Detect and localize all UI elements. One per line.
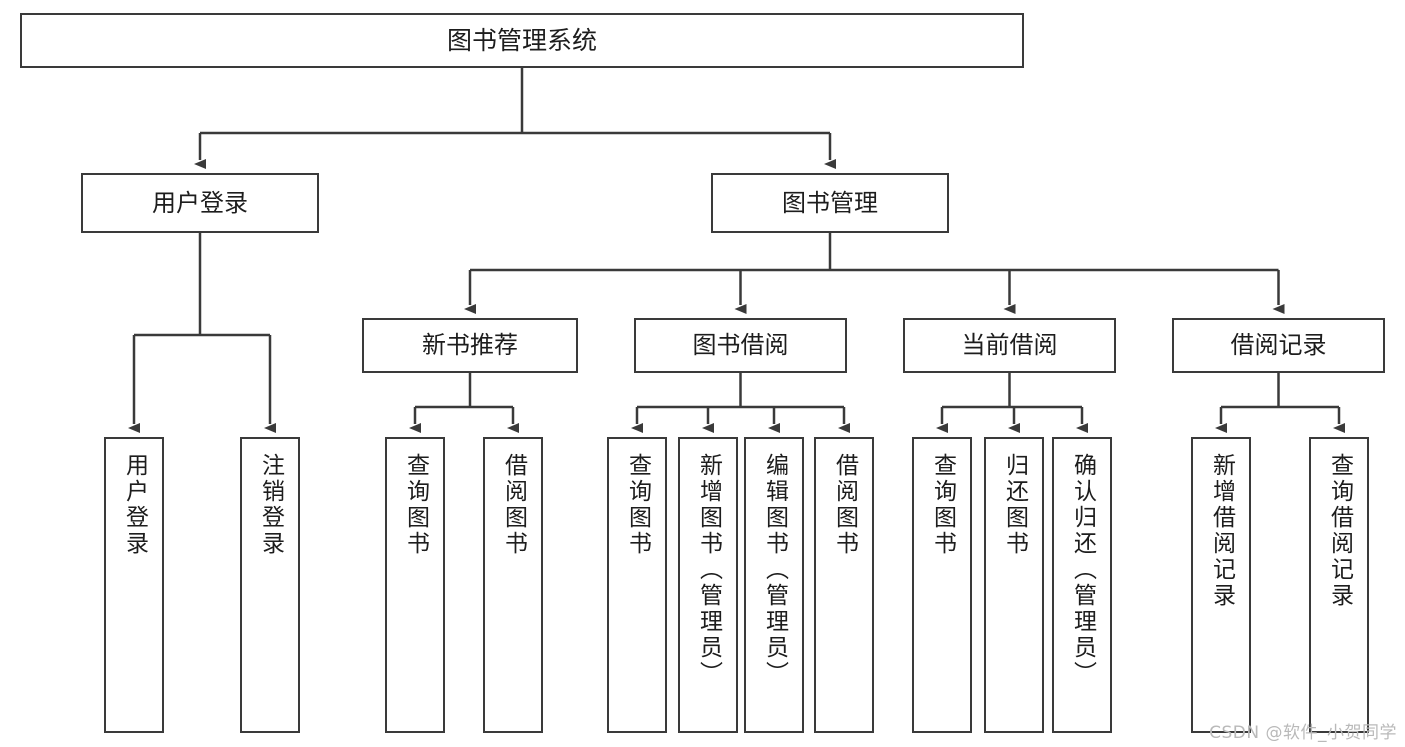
node-leaf-borrow-edit: 编辑图书（管理员）: [744, 437, 804, 733]
node-leaf-borrow-add: 新增图书（管理员）: [678, 437, 738, 733]
watermark: CSDN @软件_小贺同学: [1209, 723, 1397, 743]
node-root: 图书管理系统: [20, 13, 1024, 68]
node-leaf-cur-return: 归还图书: [984, 437, 1044, 733]
node-label: 借阅记录: [1230, 331, 1327, 360]
node-label: 查询图书: [929, 453, 956, 557]
node-label: 编辑图书（管理员）: [761, 453, 788, 687]
node-label: 查询借阅记录: [1326, 453, 1353, 609]
node-leaf-rec-query: 查询图书: [385, 437, 445, 733]
node-leaf-cur-confirm: 确认归还（管理员）: [1052, 437, 1112, 733]
node-book-borrow: 图书借阅: [634, 318, 847, 373]
node-label: 注销登录: [257, 453, 284, 557]
node-label: 借阅图书: [500, 453, 527, 557]
node-leaf-user-logout: 注销登录: [240, 437, 300, 733]
node-leaf-user-login: 用户登录: [104, 437, 164, 733]
node-label: 图书管理系统: [446, 25, 597, 55]
node-borrow-record: 借阅记录: [1172, 318, 1385, 373]
node-label: 当前借阅: [961, 331, 1058, 360]
node-new-book-rec: 新书推荐: [362, 318, 578, 373]
node-label: 图书管理: [782, 188, 878, 217]
node-label: 用户登录: [152, 188, 248, 217]
node-label: 查询图书: [624, 453, 651, 557]
node-label: 借阅图书: [831, 453, 858, 557]
node-label: 新增借阅记录: [1208, 453, 1235, 609]
node-label: 确认归还（管理员）: [1069, 453, 1096, 687]
node-user-login: 用户登录: [81, 173, 319, 233]
node-leaf-rec-query2: 查询借阅记录: [1309, 437, 1369, 733]
node-leaf-rec-borrow: 借阅图书: [483, 437, 543, 733]
node-label: 用户登录: [121, 453, 148, 557]
node-leaf-cur-query: 查询图书: [912, 437, 972, 733]
node-label: 新书推荐: [422, 331, 518, 360]
node-leaf-borrow-query: 查询图书: [607, 437, 667, 733]
node-leaf-borrow-lend: 借阅图书: [814, 437, 874, 733]
node-current-borrow: 当前借阅: [903, 318, 1116, 373]
node-label: 图书借阅: [692, 331, 789, 360]
node-label: 归还图书: [1001, 453, 1028, 557]
node-label: 新增图书（管理员）: [695, 453, 722, 687]
node-book-manage: 图书管理: [711, 173, 949, 233]
node-leaf-rec-add: 新增借阅记录: [1191, 437, 1251, 733]
node-label: 查询图书: [402, 453, 429, 557]
